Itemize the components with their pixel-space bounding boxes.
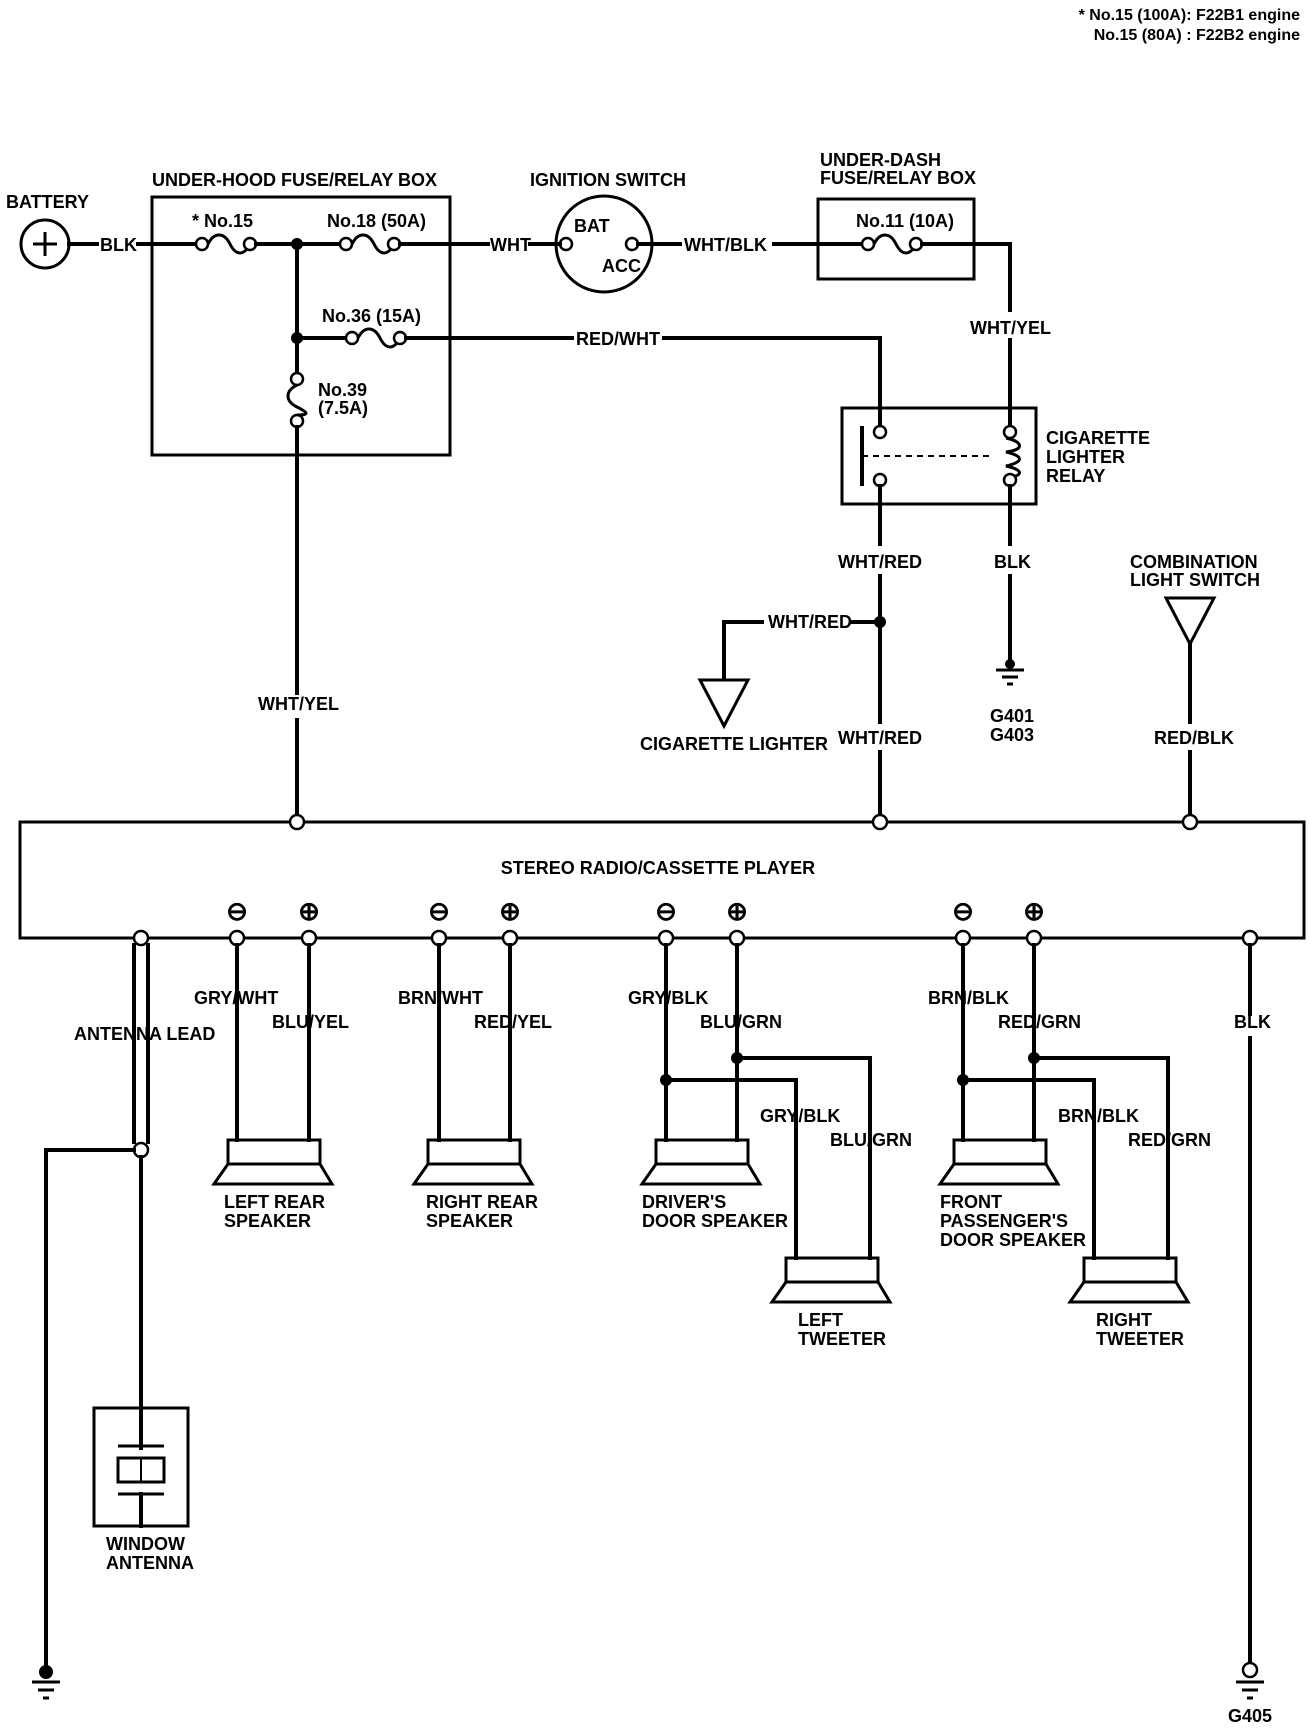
driver-label-1: DRIVER'S (642, 1192, 726, 1212)
stereo-label: STEREO RADIO/CASSETTE PLAYER (501, 858, 815, 878)
wire-red-blk: RED/BLK (1154, 728, 1234, 748)
underhood-fuse-box (150, 195, 452, 457)
fuse-no36-icon (344, 327, 408, 349)
front-passenger-door-speaker-icon (937, 1138, 1061, 1186)
terminal-minus-fp: ⊖ (952, 896, 974, 926)
left-rear-label-1: LEFT REAR (224, 1192, 325, 1212)
front-label-1: FRONT (940, 1192, 1002, 1212)
wire-blk-battery: BLK (100, 235, 137, 255)
left-rear-speaker-icon (211, 1138, 335, 1186)
ground-g405-icon (1236, 1661, 1264, 1700)
wire-wht-yel-left: WHT/YEL (258, 694, 339, 714)
wire-blu-grn: BLU/GRN (700, 1012, 782, 1032)
battery-label: BATTERY (6, 192, 89, 212)
front-label-3: DOOR SPEAKER (940, 1230, 1086, 1250)
wire-brn-blk-tweeter: BRN/BLK (1058, 1106, 1139, 1126)
wire-wht-yel-right: WHT/YEL (970, 318, 1051, 338)
right-tweeter-label-1: RIGHT (1096, 1310, 1152, 1330)
stereo-bottom-pins (132, 929, 1259, 947)
combo-switch-label-1: COMBINATION (1130, 552, 1258, 572)
left-rear-label-2: SPEAKER (224, 1211, 311, 1231)
terminal-minus-lr: ⊖ (226, 896, 248, 926)
stereo-terminals: ⊖ ⊕ ⊖ ⊕ ⊖ ⊕ ⊖ ⊕ (226, 896, 1045, 926)
fuse-no18-label: No.18 (50A) (327, 211, 426, 231)
fuse-no39-label-2: (7.5A) (318, 398, 368, 418)
wire-gry-wht: GRY/WHT (194, 988, 278, 1008)
wire-blu-grn-tweeter: BLU/GRN (830, 1130, 912, 1150)
ground-g401-icon (996, 659, 1024, 686)
ignition-bat: BAT (574, 216, 610, 236)
driver-label-2: DOOR SPEAKER (642, 1211, 788, 1231)
relay-label-2: LIGHTER (1046, 447, 1125, 467)
left-tweeter-label-2: TWEETER (798, 1329, 886, 1349)
wire-gry-blk-tweeter: GRY/BLK (760, 1106, 840, 1126)
right-tweeter-icon (1067, 1256, 1191, 1304)
cigarette-lighter-relay (840, 406, 1038, 506)
wire-red-grn: RED/GRN (998, 1012, 1081, 1032)
relay-switch-icon (860, 424, 994, 488)
left-tweeter-label-1: LEFT (798, 1310, 843, 1330)
cigarette-lighter-icon (697, 678, 751, 730)
terminal-plus-dr: ⊕ (726, 896, 748, 926)
underhood-box-label: UNDER-HOOD FUSE/RELAY BOX (152, 170, 437, 190)
relay-coil-icon (1002, 424, 1021, 488)
terminal-plus-fp: ⊕ (1023, 896, 1045, 926)
fuse-no15-label: * No.15 (192, 211, 253, 231)
wire-wht-red-top: WHT/RED (838, 552, 922, 572)
ground-g403-label: G403 (990, 725, 1034, 745)
fuse-no15-icon (194, 233, 258, 255)
fuse-no18-icon (338, 233, 402, 255)
ground-g401-label: G401 (990, 706, 1034, 726)
underdash-box-label-1: UNDER-DASH (820, 150, 941, 170)
drivers-door-speaker-icon (639, 1138, 763, 1186)
wire-red-wht: RED/WHT (576, 329, 660, 349)
combination-light-switch-icon (1163, 596, 1217, 648)
window-antenna-icon (92, 1406, 190, 1528)
wire-red-yel: RED/YEL (474, 1012, 552, 1032)
right-rear-speaker-icon (411, 1138, 535, 1186)
footnote-line-2: No.15 (80A) : F22B2 engine (1094, 27, 1300, 44)
wire-red-grn-tweeter: RED/GRN (1128, 1130, 1211, 1150)
wire-blu-yel: BLU/YEL (272, 1012, 349, 1032)
fuse-no36-label: No.36 (15A) (322, 306, 421, 326)
fuse-no39-icon (286, 371, 308, 429)
footnote-line-1: * No.15 (100A): F22B1 engine (1079, 7, 1301, 24)
window-antenna-label-2: ANTENNA (106, 1553, 194, 1573)
ignition-switch-label: IGNITION SWITCH (530, 170, 686, 190)
wire-antenna-lead: ANTENNA LEAD (74, 1024, 215, 1044)
window-antenna-label-1: WINDOW (106, 1534, 185, 1554)
wire-brn-wht: BRN/WHT (398, 988, 483, 1008)
relay-label-1: CIGARETTE (1046, 428, 1150, 448)
ignition-acc: ACC (602, 256, 641, 276)
ground-antenna-icon (32, 1665, 60, 1700)
wire-wht-blk: WHT/BLK (684, 235, 767, 255)
right-tweeter-label-2: TWEETER (1096, 1329, 1184, 1349)
battery-icon (19, 218, 71, 270)
relay-label-3: RELAY (1046, 466, 1105, 486)
underdash-fuse-box (816, 197, 976, 281)
wire-gry-blk: GRY/BLK (628, 988, 708, 1008)
terminal-plus-rr: ⊕ (499, 896, 521, 926)
left-tweeter-icon (769, 1256, 893, 1304)
cigarette-lighter-label: CIGARETTE LIGHTER (640, 734, 828, 754)
wire-wht-red-bottom: WHT/RED (838, 728, 922, 748)
wire-blk-relay: BLK (994, 552, 1031, 572)
ground-g405-label: G405 (1228, 1706, 1272, 1726)
fuse-no11-icon (860, 233, 924, 255)
terminal-plus-lr: ⊕ (298, 896, 320, 926)
right-rear-label-2: SPEAKER (426, 1211, 513, 1231)
combo-switch-label-2: LIGHT SWITCH (1130, 570, 1260, 590)
terminal-minus-dr: ⊖ (655, 896, 677, 926)
right-rear-label-1: RIGHT REAR (426, 1192, 538, 1212)
wire-wht-red-cig: WHT/RED (768, 612, 852, 632)
front-label-2: PASSENGER'S (940, 1211, 1068, 1231)
wire-blk-ground: BLK (1234, 1012, 1271, 1032)
underdash-box-label-2: FUSE/RELAY BOX (820, 168, 976, 188)
fuse-no11-label: No.11 (10A) (856, 211, 954, 231)
terminal-minus-rr: ⊖ (428, 896, 450, 926)
fuse-no39-label-1: No.39 (318, 380, 367, 400)
wire-wht: WHT (490, 235, 531, 255)
wire-brn-blk: BRN/BLK (928, 988, 1009, 1008)
